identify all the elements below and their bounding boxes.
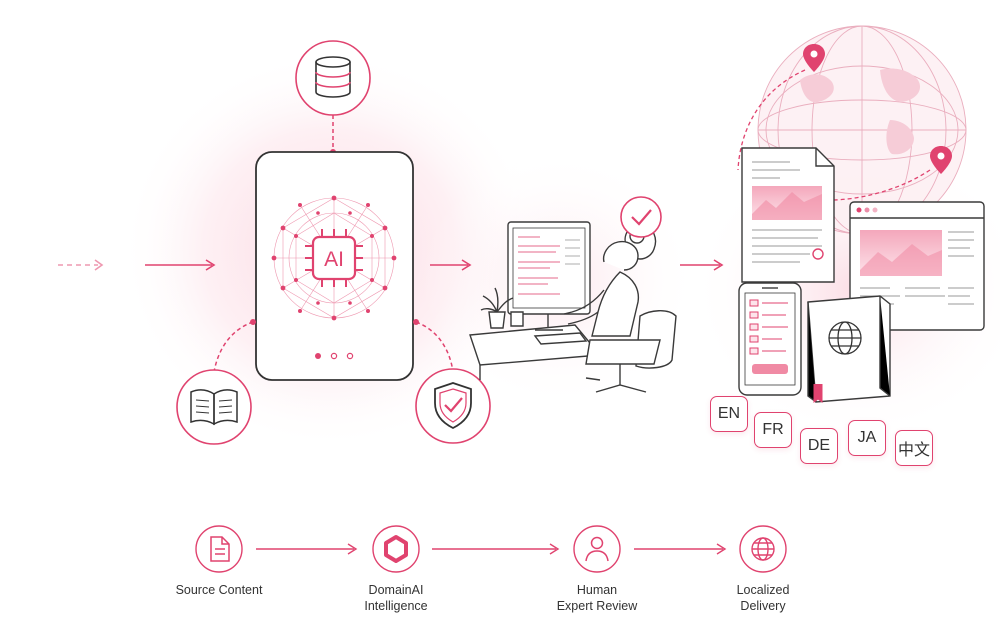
database-icon <box>315 56 351 98</box>
document-icon <box>210 536 230 562</box>
step-label-line: DomainAI <box>368 583 424 597</box>
database-node <box>295 40 371 155</box>
step-label-line: Localized <box>736 583 790 597</box>
step-label-review: Human Expert Review <box>517 582 677 614</box>
language-tag-de: DE <box>800 428 838 464</box>
neural-nodes <box>271 195 397 321</box>
book-globe-icon <box>828 321 862 355</box>
pipeline-arrow-1 <box>256 543 358 555</box>
step-label-line: Expert Review <box>556 599 638 613</box>
checkmark-icon <box>631 209 652 226</box>
book-icon <box>190 389 238 426</box>
step-label-domainai: DomainAI Intelligence <box>316 582 476 614</box>
step-label-line: Intelligence <box>364 599 428 613</box>
phone-illustration <box>738 282 802 396</box>
language-tag-zh: 中文 <box>895 430 933 466</box>
location-pins <box>737 44 952 201</box>
tablet-page-dots <box>315 352 354 360</box>
hexagon-icon <box>384 535 408 563</box>
incoming-arrow <box>58 259 216 271</box>
pipeline-step-domainai <box>372 525 420 573</box>
ai-tablet: AI <box>255 151 414 381</box>
document-illustration <box>741 147 835 283</box>
shield-node <box>413 319 491 444</box>
step-label-line: Human <box>576 583 618 597</box>
pipeline <box>195 525 787 573</box>
shield-check-icon <box>434 382 472 430</box>
arrow-to-delivery <box>680 259 724 271</box>
pipeline-step-source <box>195 525 243 573</box>
pipeline-step-delivery <box>739 525 787 573</box>
step-label-source: Source Content <box>139 582 299 598</box>
pipeline-arrow-2 <box>432 543 560 555</box>
pipeline-step-review <box>573 525 621 573</box>
language-tag-fr: FR <box>754 412 792 448</box>
step-label-delivery: Localized Delivery <box>683 582 843 614</box>
globe-book-illustration <box>807 295 891 403</box>
pipeline-arrow-3 <box>634 543 727 555</box>
step-label-line: Delivery <box>740 599 786 613</box>
language-tag-en: EN <box>710 396 748 432</box>
ai-chip-icon: AI <box>305 229 363 287</box>
person-icon <box>585 536 609 562</box>
globe-icon <box>751 537 775 561</box>
review-check-badge <box>620 196 662 238</box>
language-tag-ja: JA <box>848 420 886 456</box>
ai-chip-label: AI <box>324 248 344 271</box>
step-label-line: Source Content <box>175 583 263 597</box>
book-node <box>176 319 256 445</box>
arrow-to-reviewer <box>430 259 472 271</box>
